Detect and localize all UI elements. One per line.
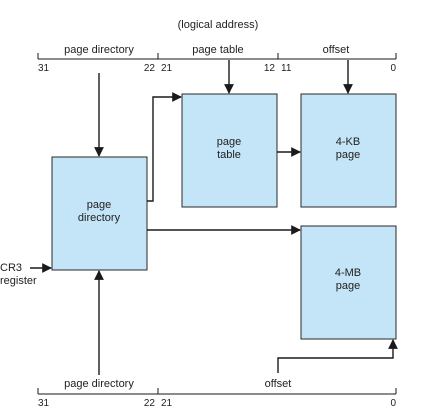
page-4kb-label-line1: 4-KB	[336, 136, 360, 148]
top-bit-31: 31	[38, 63, 50, 74]
bottom-bit-22: 22	[144, 398, 156, 409]
page-4mb-label-line1: 4-MB	[335, 267, 361, 279]
top-bit-12: 12	[264, 63, 276, 74]
top-field-page-directory: page directory	[64, 44, 134, 56]
bottom-field-offset: offset	[265, 378, 292, 390]
page-directory-label-line1: page	[87, 199, 111, 211]
top-bit-11: 11	[281, 63, 292, 74]
page-4mb-box	[300, 225, 397, 340]
cr3-label-line1: CR3	[0, 262, 22, 274]
top-bit-22: 22	[144, 63, 156, 74]
bottom-address-bracket	[37, 388, 397, 395]
page-table-label-line2: table	[217, 149, 241, 161]
cr3-label-line2: register	[0, 275, 37, 287]
page-directory-box	[51, 156, 148, 271]
page-4kb-box	[300, 93, 397, 208]
bottom-bit-0: 0	[390, 398, 396, 409]
page-4kb-label-line2: page	[336, 149, 360, 161]
bottom-field-page-directory: page directory	[64, 378, 134, 390]
top-field-page-table: page table	[192, 44, 243, 56]
arrow-directory-to-page-table	[147, 92, 182, 202]
logical-address-caption: (logical address)	[178, 19, 259, 31]
top-field-offset: offset	[323, 44, 350, 56]
top-address-bracket	[37, 53, 397, 60]
page-4mb-label-line2: page	[336, 280, 360, 292]
bottom-bit-21: 21	[161, 398, 173, 409]
top-bit-21: 21	[161, 63, 173, 74]
arrow-bottom-offset-to-4mb	[277, 339, 398, 373]
page-table-box	[181, 93, 278, 208]
page-directory-label-line2: directory	[78, 212, 121, 224]
bottom-bit-31: 31	[38, 398, 50, 409]
top-bit-0: 0	[390, 63, 396, 74]
page-table-label-line1: page	[217, 136, 241, 148]
